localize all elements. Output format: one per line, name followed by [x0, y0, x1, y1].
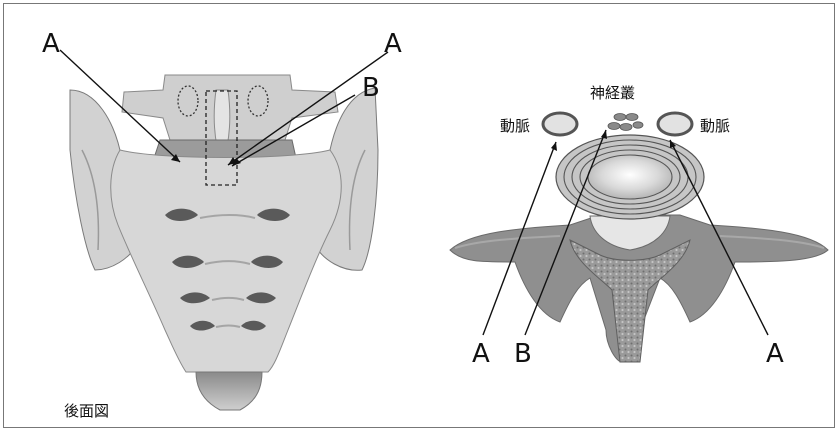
artery-label-left: 動脈	[500, 117, 530, 135]
plexus-label: 神経叢	[590, 84, 635, 102]
left-artery	[543, 113, 577, 135]
right-label-a-right: A	[766, 339, 784, 369]
left-label-a-right: A	[384, 29, 402, 59]
right-label-b: B	[514, 339, 532, 369]
sacrum-posterior-view: A A B 後面図	[42, 29, 402, 420]
nerve-plexus	[608, 114, 643, 131]
artery-label-right: 動脈	[700, 117, 730, 135]
coccyx	[196, 372, 262, 410]
left-label-a-left: A	[42, 29, 60, 59]
right-label-a-left: A	[472, 339, 490, 369]
vertebra-cross-section: A B A 神経叢 動脈 動脈	[450, 84, 828, 369]
posterior-view-caption: 後面図	[64, 402, 109, 420]
left-label-b: B	[362, 73, 380, 103]
right-artery	[658, 113, 692, 135]
vertebral-body	[556, 135, 704, 219]
